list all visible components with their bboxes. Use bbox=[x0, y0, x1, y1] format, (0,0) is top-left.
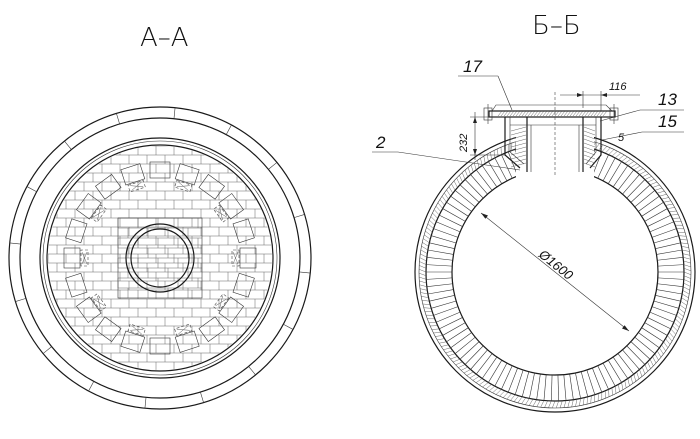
diameter-label: Ø1600 bbox=[535, 246, 576, 283]
callout-5-label: 5 bbox=[618, 132, 625, 144]
callout-2-label: 2 bbox=[375, 133, 386, 152]
dimension-116: 116 bbox=[560, 81, 640, 111]
callout-5: 5 bbox=[618, 132, 625, 144]
callout-13: 13 bbox=[599, 90, 684, 122]
brick-pattern bbox=[48, 146, 272, 370]
flange-bolts bbox=[483, 104, 619, 124]
nozzle-assembly bbox=[483, 92, 619, 176]
title-left: А–А bbox=[140, 23, 189, 53]
callout-13-label: 13 bbox=[658, 90, 677, 109]
refractory-ring bbox=[39, 137, 281, 379]
center-port-outer bbox=[125, 223, 195, 293]
callout-2: 2 bbox=[372, 133, 521, 171]
dimension-232: 232 bbox=[458, 112, 505, 160]
center-port-inner bbox=[130, 228, 190, 288]
outer-shell-ring bbox=[8, 106, 312, 410]
refractory-inner-ring bbox=[42, 140, 278, 376]
dim-116-label: 116 bbox=[609, 81, 627, 93]
radial-lining-bricks bbox=[418, 135, 692, 409]
callout-15-label: 15 bbox=[658, 112, 677, 131]
callout-15: 15 bbox=[601, 112, 684, 141]
flange-cover bbox=[491, 104, 613, 112]
lining-ring bbox=[46, 144, 274, 372]
diameter-dimension: Ø1600 bbox=[480, 212, 630, 332]
callout-17-label: 17 bbox=[463, 57, 482, 76]
view-b-b: Б–Б bbox=[372, 11, 696, 413]
outer-ring-segments bbox=[9, 107, 311, 409]
dim-232-label: 232 bbox=[458, 134, 470, 153]
outer-shell-inner-ring bbox=[19, 117, 301, 399]
view-a-a: А–А bbox=[8, 23, 312, 410]
callout-17: 17 bbox=[458, 57, 513, 111]
nozzle-right-wall bbox=[589, 117, 602, 169]
nozzle-flange bbox=[488, 110, 616, 118]
title-right: Б–Б bbox=[532, 11, 581, 41]
burner-blocks bbox=[63, 161, 257, 355]
